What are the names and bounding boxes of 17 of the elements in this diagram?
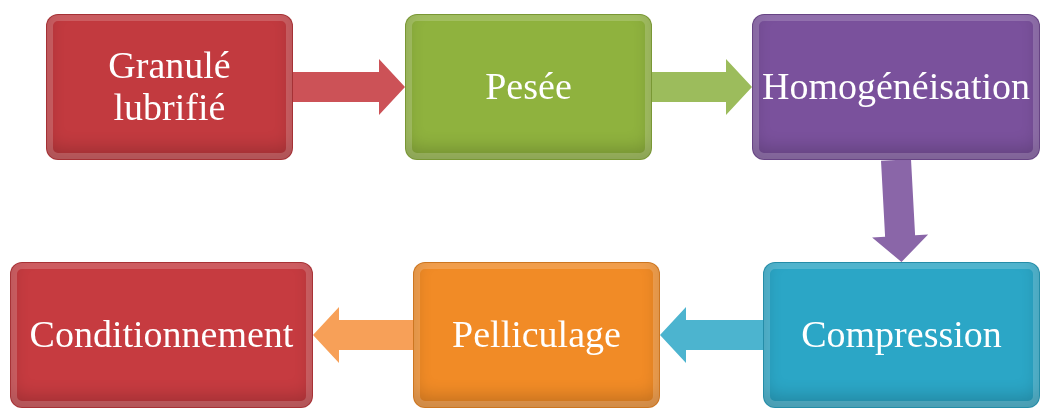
step-label: Compression <box>800 314 1003 356</box>
process-box <box>752 14 1040 160</box>
process-box <box>46 14 293 160</box>
block-arrow <box>660 307 763 363</box>
block-arrow <box>293 59 405 115</box>
step-label: Pelliculage <box>451 314 622 356</box>
block-arrow <box>313 307 413 363</box>
step-label: Homogénéisation <box>760 66 1032 108</box>
process-box <box>405 14 652 160</box>
block-arrow <box>652 59 752 115</box>
step-label: Pesée <box>484 66 573 108</box>
process-box <box>10 262 313 408</box>
process-box <box>763 262 1040 408</box>
process-box <box>413 262 660 408</box>
step-label: Granulé lubrifié <box>107 45 232 129</box>
step-label: Conditionnement <box>28 314 295 356</box>
block-arrow <box>872 159 929 262</box>
